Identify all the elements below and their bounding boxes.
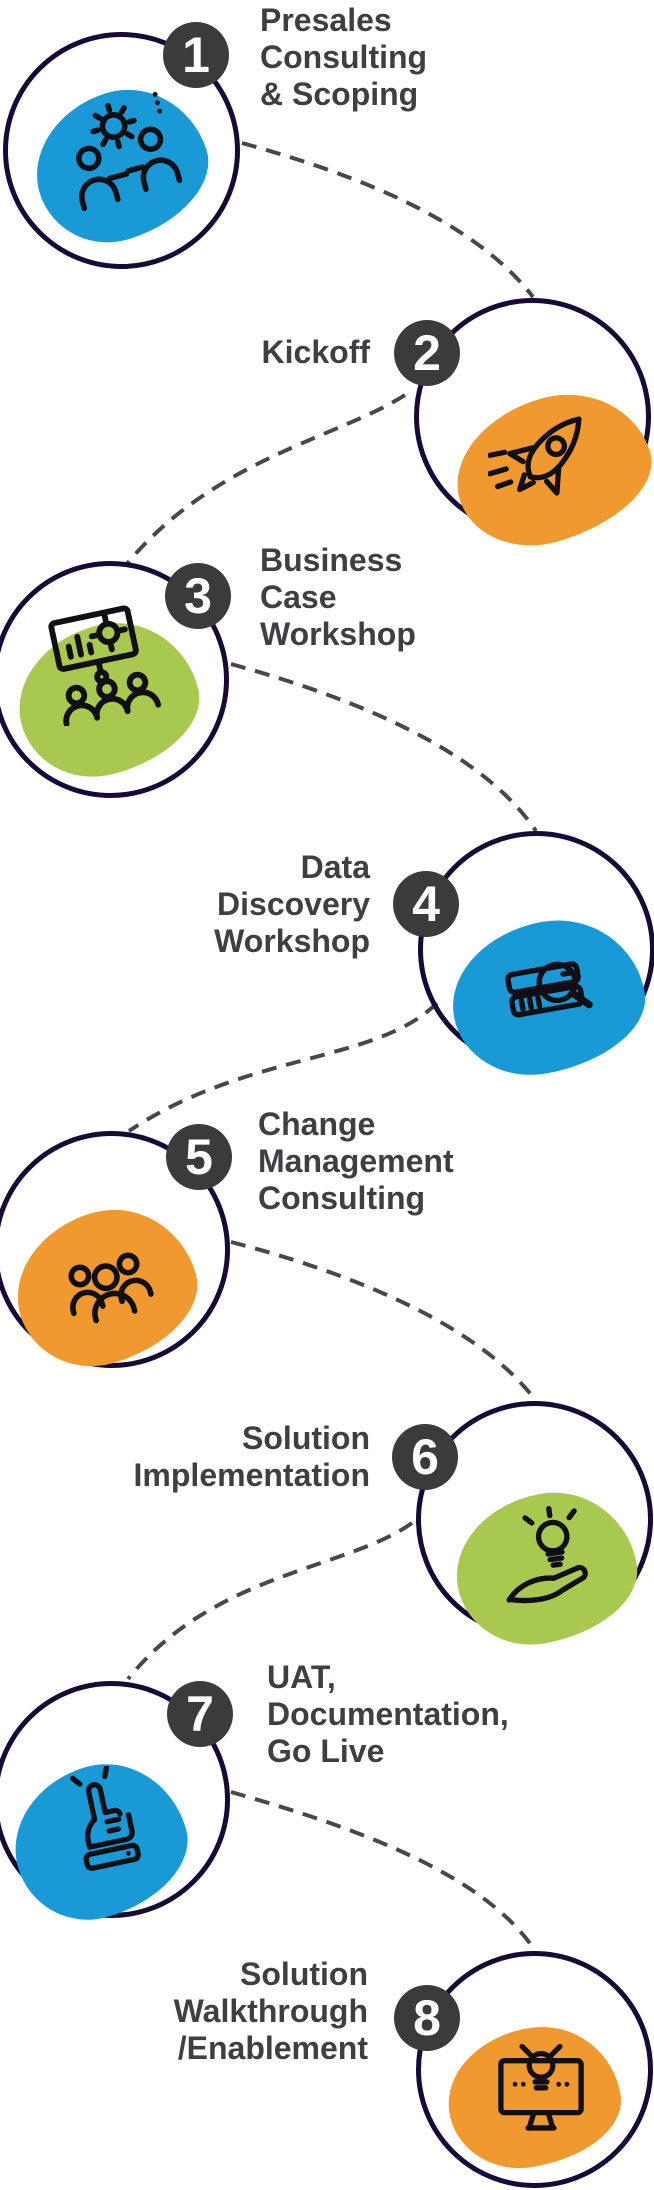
step-1-label: Presales Consulting & Scoping: [260, 2, 427, 113]
step-8-ring: [416, 1951, 653, 2188]
step-2-badge: 2: [394, 320, 460, 386]
step-number: 2: [413, 325, 441, 381]
connector-4-5: [127, 1001, 439, 1133]
step-3-badge: 3: [165, 563, 231, 629]
label-line: Implementation: [133, 1457, 370, 1493]
step-8-label: Solution Walkthrough /Enablement: [174, 1956, 368, 2067]
step-3-ring: [0, 561, 229, 798]
step-number: 1: [182, 27, 210, 83]
label-line: Data: [300, 849, 370, 885]
label-line: Change: [258, 1106, 376, 1142]
connector-5-6: [230, 1240, 538, 1403]
label-line: & Scoping: [260, 76, 419, 112]
step-number: 4: [412, 876, 440, 932]
step-number: 3: [184, 568, 212, 624]
label-line: Workshop: [260, 616, 416, 652]
label-line: Solution: [242, 1420, 370, 1456]
label-line: Walkthrough: [173, 1993, 368, 2029]
rocket-icon: [488, 398, 606, 516]
step-1-badge: 1: [163, 22, 229, 88]
connector-7-8: [230, 1790, 536, 1951]
label-line: Discovery: [217, 886, 370, 922]
step-5-badge: 5: [166, 1124, 232, 1190]
label-line: Kickoff: [261, 334, 370, 370]
step-number: 8: [413, 1990, 441, 2046]
step-5-label: Change Management Consulting: [258, 1106, 454, 1217]
hand-bulb-icon: [490, 1502, 608, 1620]
step-number: 6: [411, 1429, 439, 1485]
label-line: Consulting: [258, 1180, 426, 1216]
label-line: Management: [258, 1143, 454, 1179]
data-search-icon: [486, 928, 606, 1048]
presentation-workshop-icon: [36, 596, 166, 726]
label-line: Presales: [260, 2, 392, 38]
label-line: UAT,: [267, 1659, 336, 1695]
monitor-bulb-icon: [482, 2030, 600, 2148]
label-line: Solution: [240, 1956, 368, 1992]
step-4-badge: 4: [393, 871, 459, 937]
step-7-ring: [0, 1681, 230, 1918]
step-3-label: Business Case Workshop: [260, 542, 416, 653]
label-line: Go Live: [267, 1733, 385, 1769]
label-line: Documentation,: [267, 1696, 509, 1732]
label-line: Business: [260, 542, 403, 578]
step-4-label: Data Discovery Workshop: [214, 849, 370, 960]
step-1-ring: [3, 32, 240, 269]
step-7-badge: 7: [167, 1681, 233, 1747]
team-icon: [42, 1208, 166, 1332]
step-6-label: Solution Implementation: [134, 1420, 370, 1494]
connector-6-7: [126, 1521, 414, 1681]
connector-1-2: [241, 141, 535, 299]
step-7-label: UAT, Documentation, Go Live: [267, 1659, 509, 1770]
step-6-badge: 6: [392, 1424, 458, 1490]
step-2-label: Kickoff: [262, 334, 370, 371]
step-5-ring: [0, 1131, 230, 1368]
step-8-badge: 8: [394, 1985, 460, 2051]
hand-press-icon: [44, 1766, 162, 1884]
label-line: Workshop: [214, 923, 370, 959]
label-line: Case: [260, 579, 337, 615]
label-line: Consulting: [260, 39, 428, 75]
consulting-icon: [58, 88, 182, 212]
connector-2-3: [124, 393, 407, 567]
step-number: 7: [186, 1686, 214, 1742]
connector-3-4: [230, 662, 538, 833]
step-number: 5: [185, 1129, 213, 1185]
label-line: /Enablement: [177, 2030, 368, 2066]
